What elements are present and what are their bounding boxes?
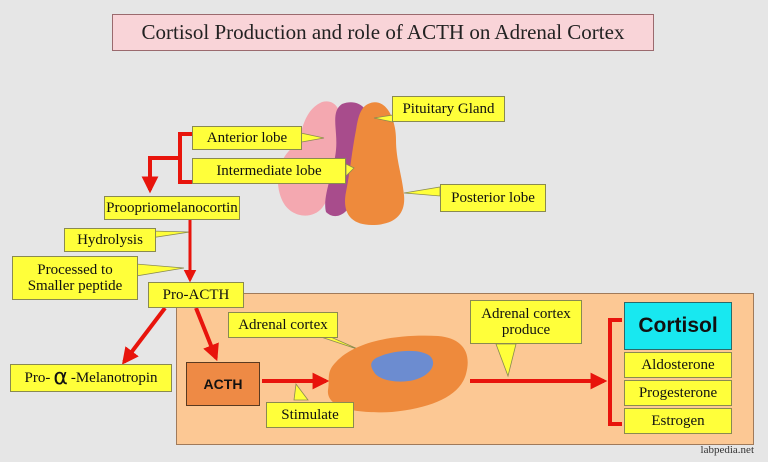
progesterone-label: Progesterone: [624, 380, 732, 406]
aldosterone-label: Aldosterone: [624, 352, 732, 378]
acth-box: ACTH: [186, 362, 260, 406]
output-bracket: [608, 318, 622, 426]
melanotropin-text: -Melanotropin: [70, 369, 158, 386]
hydrolysis-callout-pointer: [149, 230, 191, 239]
stimulate-label: Stimulate: [266, 402, 354, 428]
alpha-symbol: α: [53, 364, 68, 390]
bracket-to-pomc-arrow: [141, 156, 180, 194]
anterior-lobe-label: Anterior lobe: [192, 126, 302, 150]
cortisol-box: Cortisol: [624, 302, 732, 350]
lobes-bracket: [178, 132, 192, 184]
posterior-lobe-shape: [345, 102, 405, 225]
intermediate-lobe-label: Intermediate lobe: [192, 158, 346, 184]
processed-label: Processed to Smaller peptide: [12, 256, 138, 300]
intermediate-callout-pointer: [345, 163, 355, 177]
produce-label-line1: Adrenal cortex: [481, 305, 571, 322]
adrenal-medulla-shape: [371, 350, 434, 382]
pro-alpha-melanotropin-label: Pro- α -Melanotropin: [10, 364, 172, 392]
pro-acth-label: Pro-ACTH: [148, 282, 244, 308]
adrenal-cortex-label: Adrenal cortex: [228, 312, 338, 338]
posterior-callout-pointer: [403, 186, 441, 197]
adrenal-cortex-produce-label: Adrenal cortex produce: [470, 300, 582, 344]
proacth-to-acth-arrow: [194, 307, 219, 362]
processed-label-line1: Processed to: [37, 261, 113, 278]
posterior-lobe-label: Posterior lobe: [440, 184, 546, 212]
pro-prefix-text: Pro-: [24, 369, 51, 386]
pituitary-gland-label: Pituitary Gland: [392, 96, 505, 122]
processed-callout-pointer: [135, 263, 185, 277]
produce-label-line2: produce: [501, 322, 551, 338]
produce-callout-pointer: [495, 343, 517, 378]
hydrolysis-label: Hydrolysis: [64, 228, 156, 252]
watermark: labpedia.net: [700, 444, 754, 456]
estrogen-label: Estrogen: [624, 408, 732, 434]
diagram-title: Cortisol Production and role of ACTH on …: [112, 14, 654, 51]
proopriomelanocortin-label: Proopriomelanocortin: [104, 196, 240, 220]
proacth-to-melanotropin-arrow: [121, 306, 167, 365]
processed-label-line2: Smaller peptide: [27, 278, 123, 294]
stimulate-callout-pointer: [293, 382, 309, 401]
